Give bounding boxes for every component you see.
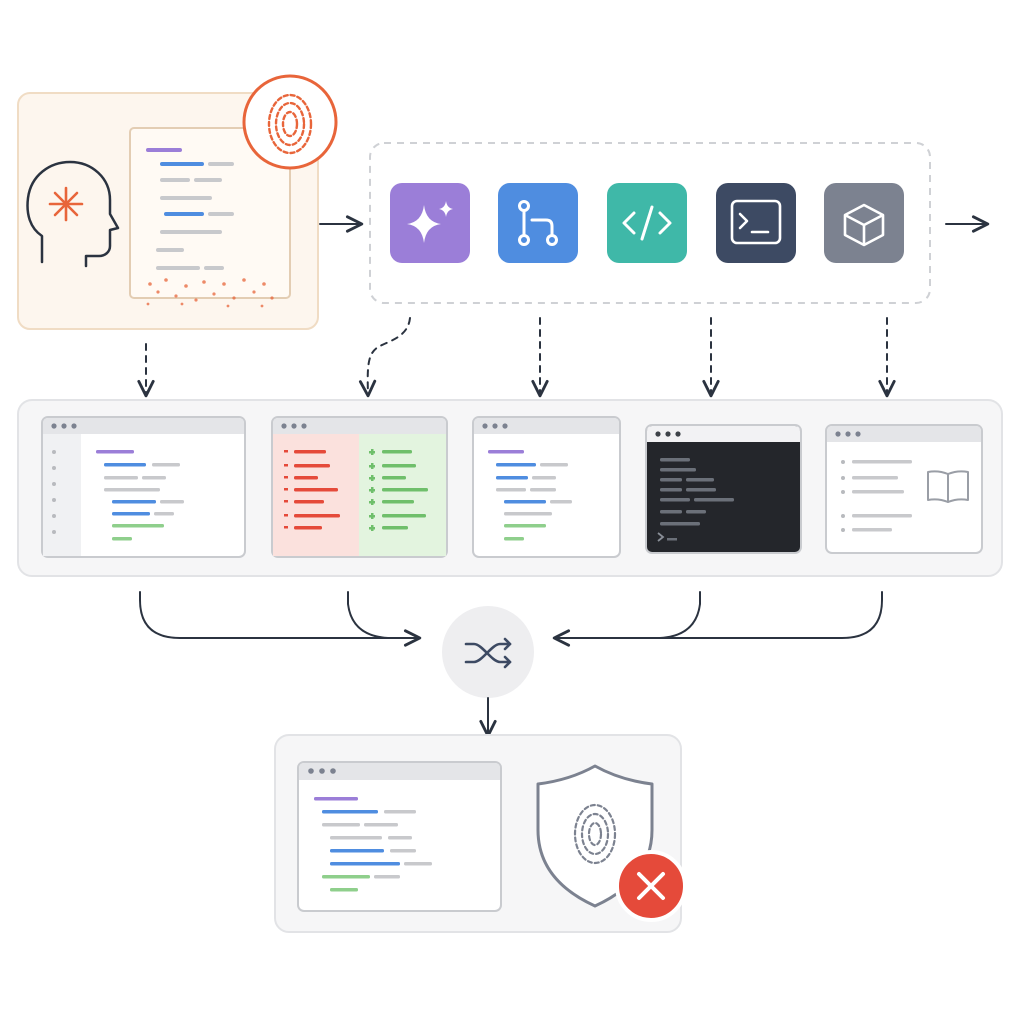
code-brackets-icon bbox=[622, 205, 672, 241]
code-editor-window bbox=[41, 416, 246, 558]
result-node bbox=[274, 734, 687, 933]
converge-arrows bbox=[139, 591, 883, 647]
mixer-node bbox=[442, 606, 534, 698]
shuffle-icon bbox=[464, 637, 512, 669]
tool-git bbox=[498, 183, 578, 263]
docs-window bbox=[825, 424, 983, 554]
diff-window bbox=[271, 416, 448, 558]
tool-code bbox=[607, 183, 687, 263]
tool-terminal bbox=[716, 183, 796, 263]
spark-icon bbox=[48, 186, 84, 222]
terminal-window bbox=[645, 424, 802, 554]
package-cube-icon bbox=[843, 203, 885, 247]
author-node bbox=[17, 74, 338, 330]
result-code-window bbox=[297, 761, 502, 912]
code-window bbox=[472, 416, 621, 558]
book-icon bbox=[927, 470, 969, 503]
code-document-icon bbox=[129, 127, 291, 308]
outputs-panel bbox=[17, 399, 1003, 577]
git-branch-icon bbox=[518, 200, 558, 246]
head-icon bbox=[26, 160, 120, 268]
sparkle-icon bbox=[407, 201, 453, 243]
error-x-icon bbox=[615, 850, 687, 922]
dashed-arrows-down bbox=[137, 317, 896, 398]
fingerprint-icon bbox=[242, 74, 338, 170]
terminal-icon bbox=[730, 199, 782, 245]
tool-package bbox=[824, 183, 904, 263]
tools-group bbox=[369, 142, 931, 304]
tool-sparkle bbox=[390, 183, 470, 263]
